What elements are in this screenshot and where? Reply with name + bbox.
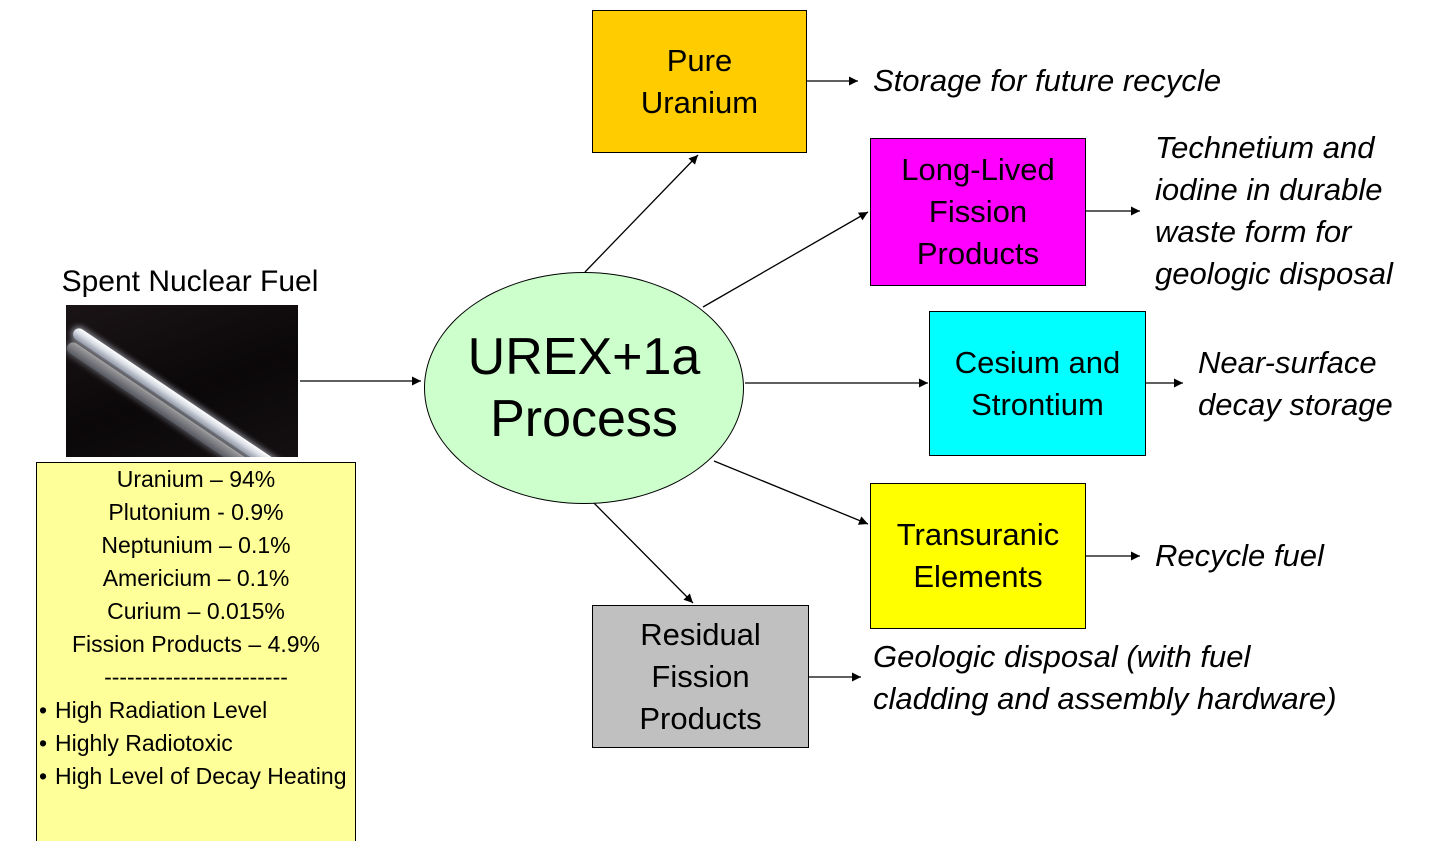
arrow-process-to-long-lived: [702, 211, 869, 308]
arrow-process-to-uranium: [584, 154, 699, 273]
residual-outcome: Geologic disposal (with fuel cladding an…: [873, 639, 1337, 716]
property-item: •High Radiation Level: [39, 694, 355, 727]
composition-fission-products: Fission Products – 4.9%: [71, 631, 320, 657]
composition-uranium: Uranium – 94%: [116, 466, 276, 492]
cesium-strontium-outcome: Near-surface decay storage: [1198, 345, 1393, 422]
fuel-properties-list: •High Radiation Level •Highly Radiotoxic…: [37, 694, 355, 793]
property-item: •Highly Radiotoxic: [39, 727, 355, 760]
composition-neptunium: Neptunium – 0.1%: [101, 532, 291, 558]
process-line-1: UREX+1a: [467, 328, 701, 386]
urex-process-node: UREX+1a Process: [424, 272, 744, 504]
spent-fuel-title: Spent Nuclear Fuel: [61, 265, 319, 298]
arrow-process-to-residual: [584, 493, 694, 604]
composition-curium: Curium – 0.015%: [107, 598, 285, 624]
long-lived-outcome: Technetium and iodine in durable waste f…: [1155, 130, 1393, 291]
transuranic-outcome: Recycle fuel: [1155, 538, 1324, 573]
spent-fuel-assembly-image: [66, 305, 298, 457]
bullet-icon: •: [39, 730, 48, 756]
process-line-2: Process: [490, 390, 678, 448]
bullet-icon: •: [39, 697, 48, 723]
arrow-process-to-transuranic: [713, 460, 869, 525]
bullet-icon: •: [39, 763, 48, 789]
composition-americium: Americium – 0.1%: [102, 565, 290, 591]
composition-plutonium: Plutonium - 0.9%: [108, 499, 284, 525]
uranium-outcome: Storage for future recycle: [873, 63, 1222, 98]
fuel-composition-box: Uranium – 94% Plutonium - 0.9% Neptunium…: [36, 462, 356, 841]
property-item: •High Level of Decay Heating: [39, 760, 355, 793]
composition-separator: ------------------------: [104, 664, 288, 690]
